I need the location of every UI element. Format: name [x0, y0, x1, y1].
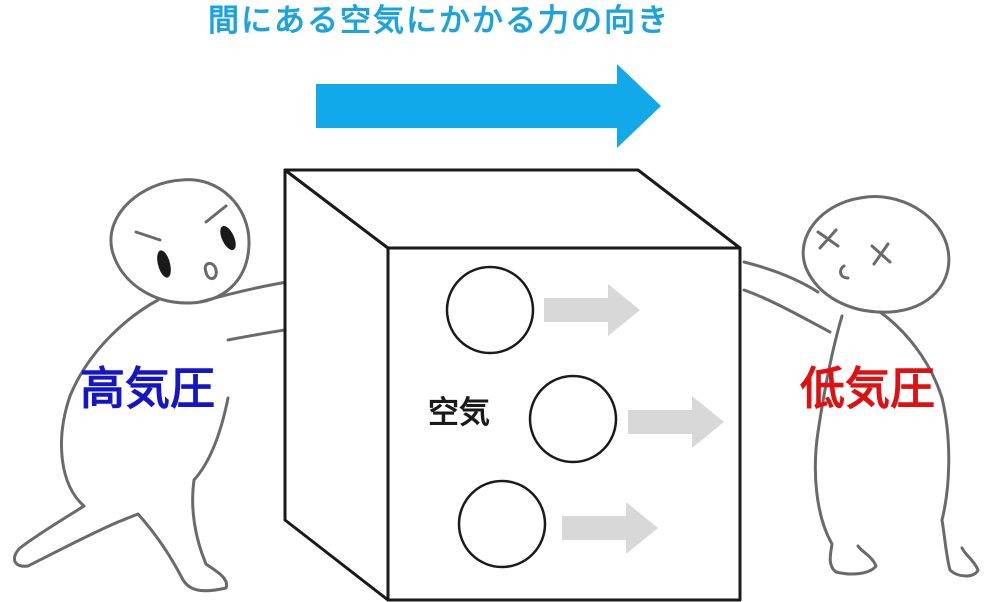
figure-right-lower-arm: [742, 288, 832, 334]
air-particle-circle-icon: [528, 374, 618, 464]
air-particles: [445, 265, 618, 569]
low-pressure-label: 低気圧: [800, 362, 936, 415]
figure-right-eye-left-x: [816, 228, 840, 250]
figure-left-brow-left: [134, 230, 162, 242]
low-pressure-figure: [742, 195, 980, 578]
figure-right-body: [813, 310, 980, 578]
diagram-title: 間にある空気にかかる力の向き: [208, 3, 670, 39]
force-arrow-icon: [316, 64, 661, 148]
air-label: 空気: [428, 395, 490, 431]
figure-left-body: [12, 298, 230, 593]
figure-left-eye-right: [220, 225, 236, 251]
figure-left-eye-left: [157, 250, 171, 278]
figure-right-eye-right-x: [870, 242, 892, 266]
figure-right-head: [801, 195, 951, 314]
figure-right-mouth: [839, 264, 850, 280]
particle-arrow-icon: [544, 284, 640, 336]
particle-arrow-icon: [628, 396, 724, 448]
air-particle-circle-icon: [445, 265, 535, 355]
figure-right-upper-arm: [742, 260, 820, 294]
figure-left-head: [109, 178, 251, 305]
particle-arrow-icon: [562, 502, 658, 554]
air-particle-circle-icon: [457, 479, 547, 569]
high-pressure-label: 高気圧: [80, 362, 216, 415]
figure-left-brow-right: [204, 204, 228, 224]
figure-left-mouth: [203, 262, 218, 280]
